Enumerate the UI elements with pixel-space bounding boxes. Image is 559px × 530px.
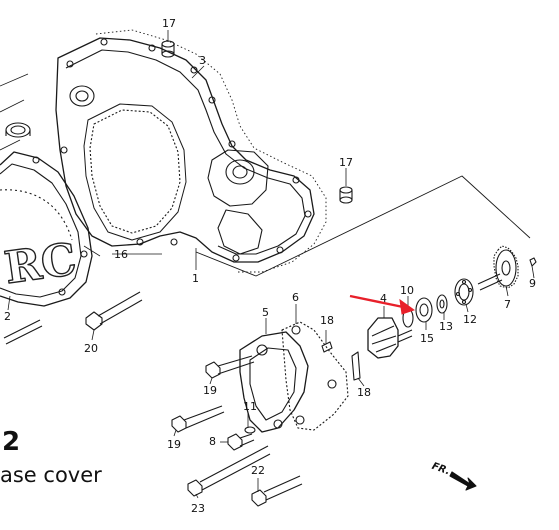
callout-18-lower: 18 xyxy=(357,386,371,399)
cover-logo: RC xyxy=(1,234,79,294)
dowel-pin-17-right xyxy=(339,186,353,204)
callout-8: 8 xyxy=(209,435,216,448)
callout-15: 15 xyxy=(420,332,434,345)
direction-marker: FR. xyxy=(430,461,451,478)
callout-11: 11 xyxy=(243,400,257,413)
callout-12: 12 xyxy=(463,313,477,326)
callout-4: 4 xyxy=(380,292,387,305)
callout-13: 13 xyxy=(439,320,453,333)
callout-5: 5 xyxy=(262,306,269,319)
bolt-22 xyxy=(251,475,303,507)
dowel-pin-18-upper xyxy=(321,341,333,353)
circlip-9 xyxy=(529,257,537,267)
pump-gasket-6 xyxy=(281,321,349,431)
gasket-outline xyxy=(95,29,327,273)
callout-9: 9 xyxy=(529,277,536,290)
callout-20: 20 xyxy=(84,342,98,355)
callout-23: 23 xyxy=(191,502,205,515)
callout-17-top: 17 xyxy=(162,17,176,30)
callout-7: 7 xyxy=(504,298,511,311)
dowel-pin-18-lower xyxy=(351,351,361,381)
washer-13 xyxy=(436,294,448,314)
bolt-23 xyxy=(187,445,271,497)
bolt-8 xyxy=(227,433,255,451)
callout-6: 6 xyxy=(292,291,299,304)
impeller xyxy=(367,317,413,359)
callout-labels: 17 3 17 16 1 2 20 5 6 18 18 4 10 15 13 1… xyxy=(4,17,536,515)
callout-10: 10 xyxy=(400,284,414,297)
bolt-2 xyxy=(3,319,43,345)
callout-19-lower: 19 xyxy=(167,438,181,451)
callout-17-right: 17 xyxy=(339,156,353,169)
washer-11 xyxy=(244,426,256,434)
callout-2: 2 xyxy=(4,310,11,323)
dowel-pin-17-top xyxy=(161,40,175,58)
bolt-19-lower xyxy=(171,405,225,433)
assembly-bracket-line xyxy=(195,175,531,277)
highlight-arrow xyxy=(349,294,416,315)
oil-seal-left xyxy=(5,122,31,138)
callout-3: 3 xyxy=(199,54,206,67)
water-pump-cover xyxy=(239,331,309,433)
callout-22: 22 xyxy=(251,464,265,477)
bearing-12 xyxy=(454,278,474,306)
callout-16: 16 xyxy=(114,248,128,261)
pump-shaft-gear xyxy=(477,245,519,291)
figure-caption: ase cover xyxy=(0,463,102,487)
figure-number: 2 xyxy=(2,427,20,457)
callout-19-upper: 19 xyxy=(203,384,217,397)
bolt-19-upper xyxy=(205,355,255,379)
crankcase-cover-left xyxy=(0,151,93,307)
leader-lines xyxy=(7,30,535,499)
front-direction-arrow xyxy=(449,471,477,491)
bolt-20 xyxy=(85,291,143,331)
callout-18-upper: 18 xyxy=(320,314,334,327)
callout-1: 1 xyxy=(192,272,199,285)
crankcase-cover-right xyxy=(55,37,315,263)
